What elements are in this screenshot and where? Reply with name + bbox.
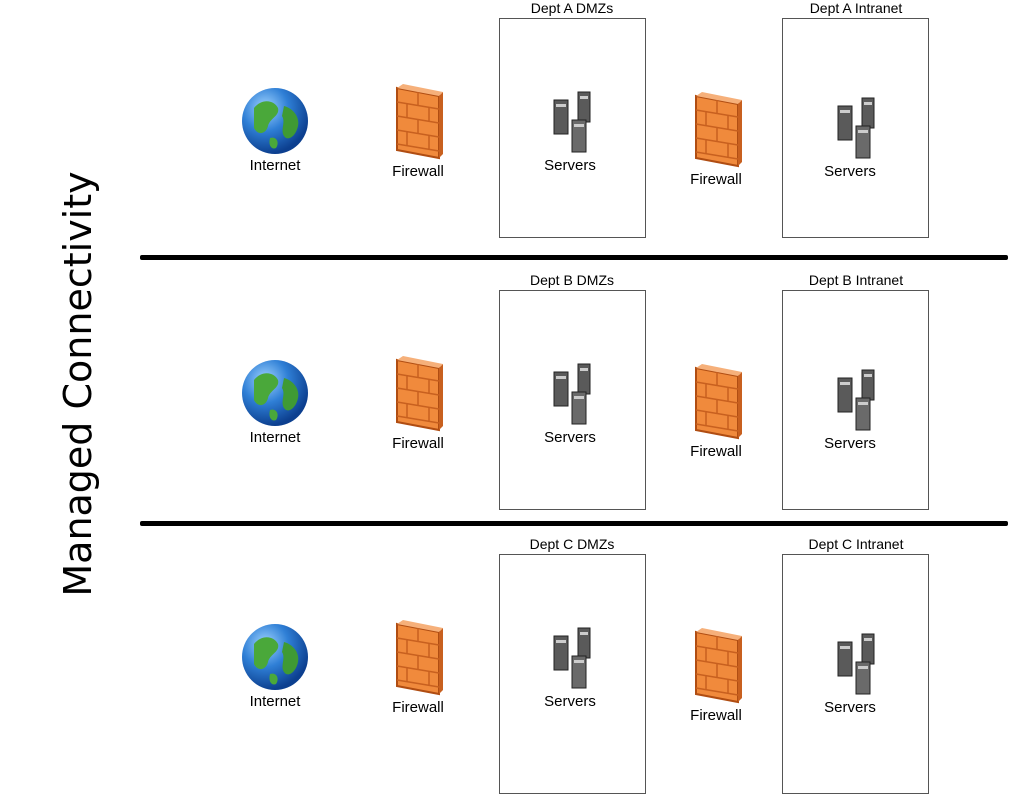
server-cluster-icon: [553, 627, 591, 689]
intranet-label: Dept B Intranet: [808, 272, 904, 288]
firewall-caption: Firewall: [690, 443, 742, 460]
dmz-label: Dept B DMZs: [529, 272, 615, 288]
firewall-caption: Firewall: [690, 171, 742, 188]
row-divider: [140, 255, 1008, 260]
dmz-label: Dept A DMZs: [530, 0, 614, 16]
servers-caption: Servers: [544, 693, 596, 710]
intranet-label: Dept A Intranet: [809, 0, 903, 16]
globe-icon: [242, 624, 308, 690]
brick-firewall-icon: [396, 84, 443, 160]
server-cluster-icon: [837, 97, 875, 159]
row-divider: [140, 521, 1008, 526]
servers-caption: Servers: [824, 699, 876, 716]
server-cluster-icon: [837, 369, 875, 431]
brick-firewall-icon: [695, 628, 742, 704]
firewall-caption: Firewall: [392, 163, 444, 180]
server-cluster-icon: [553, 91, 591, 153]
server-cluster-icon: [837, 633, 875, 695]
brick-firewall-icon: [695, 364, 742, 440]
servers-caption: Servers: [824, 163, 876, 180]
dept-row: Dept B DMZs Dept B Intranet Internet Fir…: [0, 272, 1024, 542]
globe-icon: [242, 88, 308, 154]
dept-row: Dept C DMZs Dept C Intranet Internet Fir…: [0, 536, 1024, 806]
firewall-caption: Firewall: [392, 435, 444, 452]
server-cluster-icon: [553, 363, 591, 425]
internet-caption: Internet: [249, 429, 301, 446]
servers-caption: Servers: [824, 435, 876, 452]
brick-firewall-icon: [695, 92, 742, 168]
firewall-caption: Firewall: [690, 707, 742, 724]
internet-caption: Internet: [249, 693, 301, 710]
servers-caption: Servers: [544, 429, 596, 446]
firewall-caption: Firewall: [392, 699, 444, 716]
dmz-label: Dept C DMZs: [529, 536, 615, 552]
brick-firewall-icon: [396, 356, 443, 432]
brick-firewall-icon: [396, 620, 443, 696]
dept-row: Dept A DMZs Dept A Intranet Internet Fir…: [0, 0, 1024, 270]
internet-caption: Internet: [249, 157, 301, 174]
servers-caption: Servers: [544, 157, 596, 174]
intranet-label: Dept C Intranet: [808, 536, 904, 552]
globe-icon: [242, 360, 308, 426]
